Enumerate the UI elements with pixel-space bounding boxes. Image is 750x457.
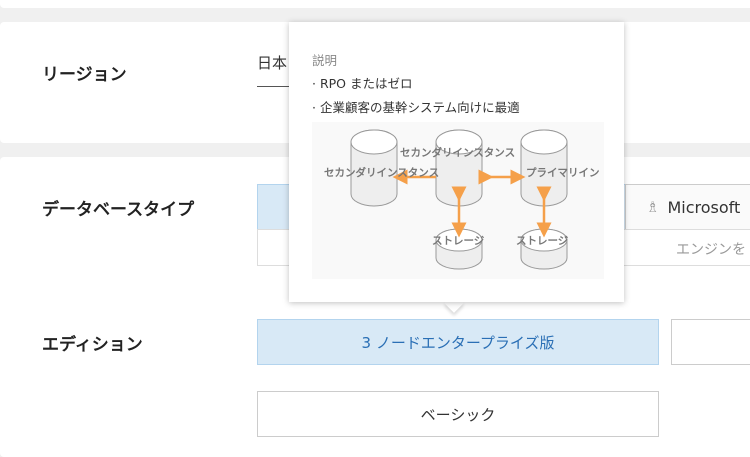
edition-other-tile[interactable]: [671, 319, 750, 365]
database-type-microsoft-tile[interactable]: ♗ Microsoft: [625, 184, 750, 230]
secondary-instance-left-cylinder: [350, 129, 398, 207]
edition-basic-label: ベーシック: [420, 405, 496, 424]
microsoft-label: Microsoft: [667, 197, 741, 217]
top-card: [0, 0, 750, 8]
secondary-instance-mid-cylinder: [435, 129, 483, 207]
storage-2-label: ストレージ: [516, 235, 569, 247]
sql-server-icon: ♗: [646, 198, 660, 216]
popover-bullet: · 企業顧客の基幹システム向けに最適: [312, 100, 520, 115]
storage-2-cylinder: [520, 228, 568, 270]
edition-basic-tile[interactable]: ベーシック: [257, 391, 659, 437]
edition-description-popover: 説明 · RPO またはゼロ · 企業顧客の基幹システム向けに最適 セカンダリイ…: [289, 22, 624, 302]
region-select[interactable]: 日本: [257, 52, 317, 87]
storage-1-cylinder: [435, 228, 483, 270]
database-type-label: データベースタイプ: [42, 200, 195, 220]
secondary-left-label: セカンダリインスタンス: [324, 166, 439, 179]
region-label: リージョン: [42, 65, 127, 85]
architecture-diagram: セカンダリインスタンス セカンダリインスタンス プライマリイン ストレージ スト…: [312, 122, 604, 279]
primary-label: プライマリイン: [526, 166, 600, 179]
edition-enterprise-tile[interactable]: 3 ノードエンタープライズ版: [257, 319, 659, 365]
edition-enterprise-label: 3 ノードエンタープライズ版: [361, 333, 555, 352]
edition-label: エディション: [42, 335, 143, 355]
engine-hint: エンジンを: [676, 242, 746, 258]
primary-instance-cylinder: [520, 129, 568, 207]
region-value: 日本: [257, 54, 288, 72]
secondary-mid-label: セカンダリインスタンス: [400, 146, 515, 159]
popover-bullet: · RPO またはゼロ: [312, 76, 413, 91]
storage-1-label: ストレージ: [432, 235, 485, 247]
popover-title: 説明: [312, 53, 338, 68]
